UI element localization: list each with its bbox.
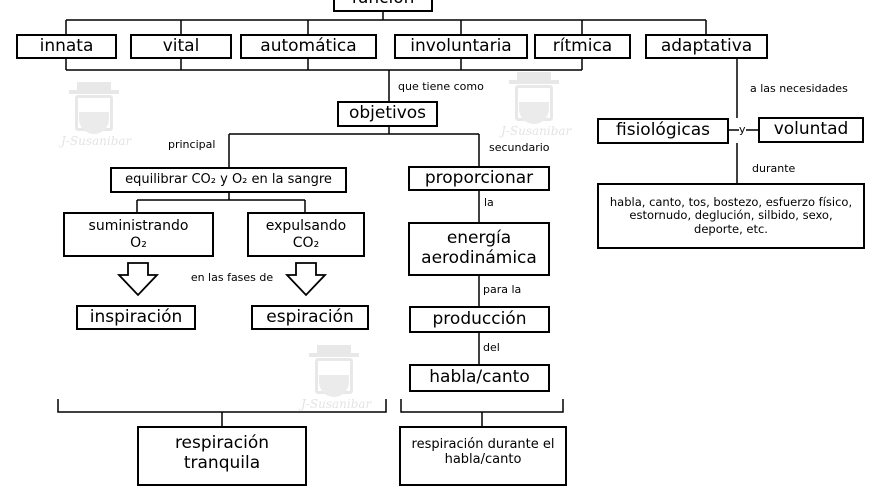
label-durante: durante (752, 162, 796, 175)
node-fisiologicas: fisiológicas (597, 118, 729, 144)
label-principal: principal (168, 138, 216, 151)
watermark-text: J-Susanibar (61, 134, 132, 148)
node-respiracion-tranquila: respiración tranquila (137, 426, 307, 486)
node-expulsando: expulsando CO₂ (247, 212, 365, 257)
node-funcion: función (333, 0, 433, 12)
node-innata: innata (16, 34, 117, 59)
node-proporcionar: proporcionar (408, 166, 550, 191)
node-objetivos: objetivos (337, 101, 438, 127)
label-secundario: secundario (489, 141, 550, 154)
node-espiracion: espiración (251, 305, 369, 330)
node-respiracion-habla: respiración durante el habla/canto (399, 426, 567, 486)
node-vital: vital (130, 34, 232, 59)
watermark-logo-3: J-Susanibar (301, 345, 385, 415)
label-y: y (739, 123, 746, 136)
node-actividades: habla, canto, tos, bostezo, esfuerzo fís… (597, 183, 865, 249)
node-adaptativa: adaptativa (645, 34, 768, 59)
node-suministrando: suministrando O₂ (63, 212, 214, 257)
connector-lines (57, 10, 758, 426)
watermark-text: J-Susanibar (501, 124, 572, 138)
label-para-la: para la (483, 283, 522, 296)
label-la: la (484, 196, 494, 209)
node-produccion: producción (409, 306, 550, 333)
label-del: del (483, 341, 500, 354)
label-en-las-fases: en las fases de (190, 271, 274, 284)
node-equilibrar: equilibrar CO₂ y O₂ en la sangre (110, 167, 347, 193)
node-ritmica: rítmica (534, 34, 631, 59)
node-habla-canto: habla/canto (409, 364, 550, 392)
label-a-las-necesidades: a las necesidades (750, 82, 848, 95)
watermark-text: J-Susanibar (301, 397, 372, 411)
node-involuntaria: involuntaria (394, 34, 528, 59)
node-automatica: automática (240, 34, 377, 59)
watermark-logo-2: J-Susanibar (501, 72, 585, 142)
node-voluntad: voluntad (758, 117, 864, 143)
watermark-logo-1: J-Susanibar (61, 82, 145, 152)
label-que-tiene-como: que tiene como (398, 80, 484, 93)
node-inspiracion: inspiración (76, 305, 196, 330)
node-energia: energía aerodinámica (408, 222, 550, 276)
